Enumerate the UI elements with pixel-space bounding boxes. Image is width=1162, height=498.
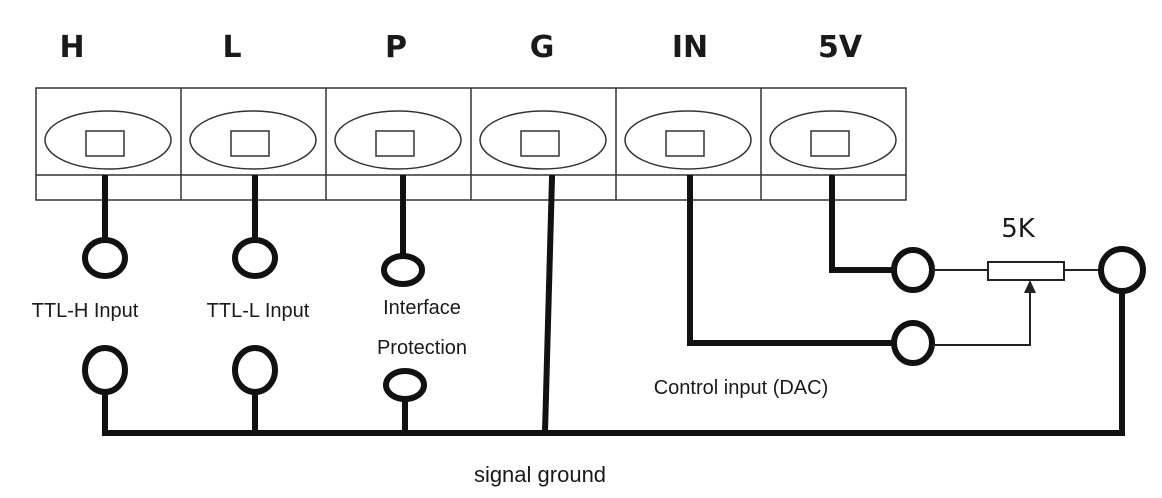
terminal-label-g: G (530, 30, 555, 65)
pot-right-ring (1098, 246, 1146, 294)
resistor-label: 5K (1001, 214, 1036, 244)
ttl-h-lower-ring (82, 345, 128, 395)
ttl-l-label: TTL-L Input (207, 300, 310, 322)
pot-left-ring (891, 247, 935, 293)
ttl-l-upper-ring (232, 237, 278, 279)
terminal-screw-5v (769, 110, 897, 170)
interface-upper-ring (381, 253, 425, 287)
ttl-l-lower-ring (232, 345, 278, 395)
terminal-label-h: H (59, 30, 84, 65)
terminal-label-l: L (222, 30, 241, 65)
resistor-5k (987, 261, 1065, 281)
terminal-screw-in (624, 110, 752, 170)
signal-ground-label: signal ground (474, 462, 606, 487)
wire-in (687, 175, 898, 346)
control-input-label: Control input (DAC) (654, 377, 829, 399)
wire-g (541, 174, 556, 436)
terminal-screw-l (189, 110, 317, 170)
terminal-label-5v: 5V (818, 30, 863, 65)
wire-5v (829, 175, 898, 273)
control-input-ring (891, 320, 935, 366)
terminal-screw-g (479, 110, 607, 170)
interface-label-line2: Protection (377, 337, 467, 359)
terminal-label-p: P (385, 30, 407, 65)
wiper-wire (932, 290, 1031, 346)
terminal-screw-h (44, 110, 172, 170)
interface-lower-ring (383, 368, 427, 402)
terminal-label-in: IN (672, 30, 708, 65)
ttl-h-upper-ring (82, 237, 128, 279)
terminal-block (35, 87, 907, 201)
interface-label-line1: Interface (383, 297, 461, 319)
wiper-arrow (1024, 280, 1036, 293)
ttl-h-label: TTL-H Input (32, 300, 139, 322)
terminal-screw-p (334, 110, 462, 170)
